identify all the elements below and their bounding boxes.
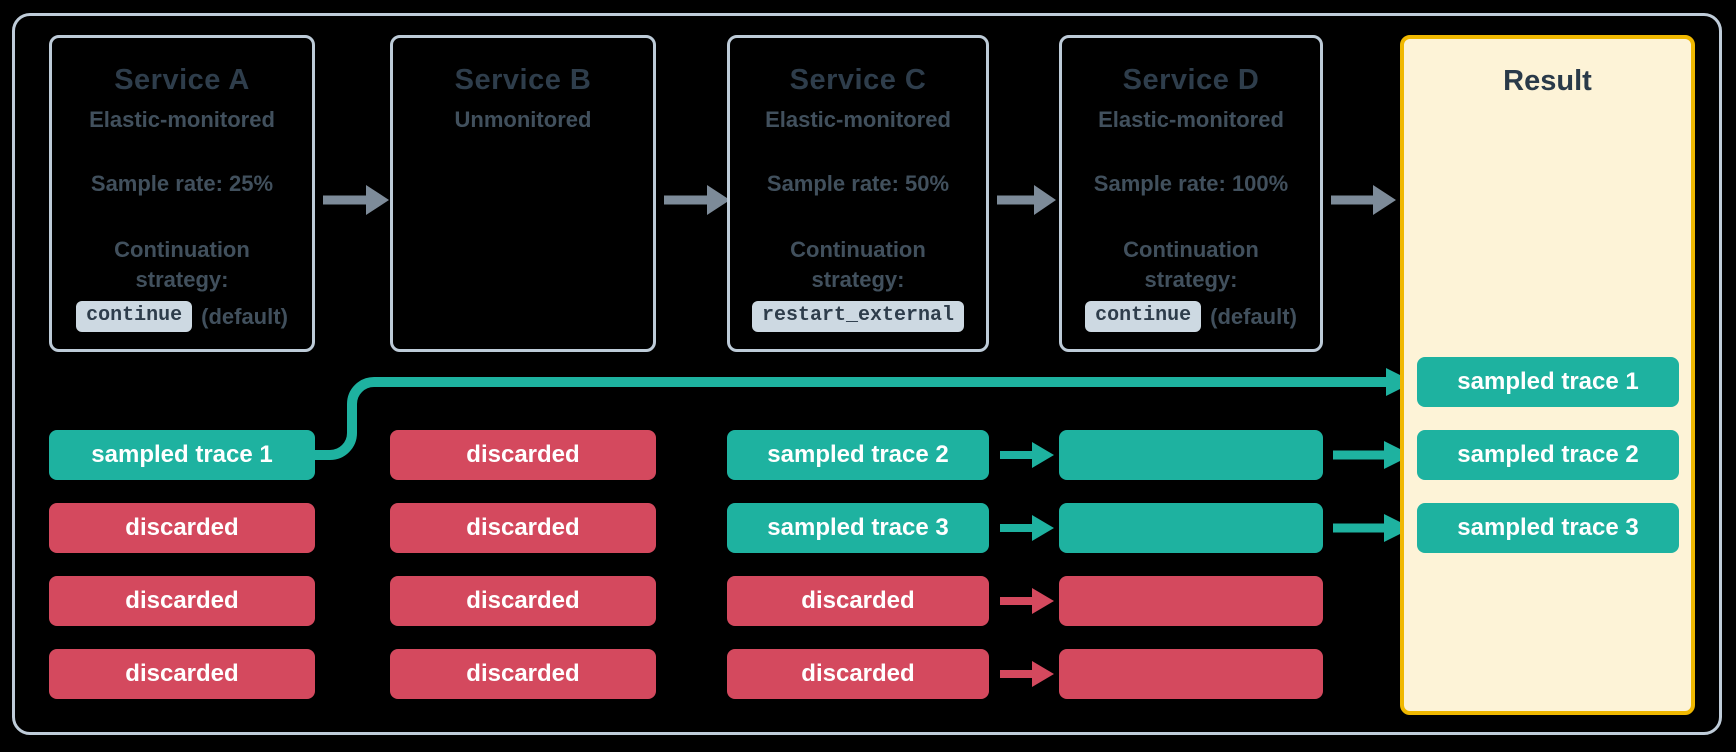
service-d-monitoring: Elastic-monitored: [1098, 107, 1284, 132]
trace-pill-b-discarded: discarded: [390, 649, 656, 699]
service-c-strategy-code-chip: restart_external: [751, 301, 965, 332]
trace-pill-c-sampled-2: sampled trace 2: [727, 430, 989, 480]
service-c-title: Service C: [789, 64, 927, 96]
trace-pill-a-discarded: discarded: [49, 576, 315, 626]
service-a-box: Service A Elastic-monitored Sample rate:…: [49, 35, 315, 352]
service-c-box: Service C Elastic-monitored Sample rate:…: [727, 35, 989, 352]
trace-pill-c-discarded: discarded: [727, 649, 989, 699]
trace-pill-a-discarded: discarded: [49, 503, 315, 553]
trace-pill-d-sampled-blank: [1059, 503, 1323, 553]
service-a-continuation-label: Continuation: [114, 237, 250, 262]
trace-pill-d-sampled-blank: [1059, 430, 1323, 480]
trace-pill-c-sampled-3: sampled trace 3: [727, 503, 989, 553]
result-title: Result: [1503, 65, 1592, 97]
service-c-sample-rate: Sample rate: 50%: [766, 171, 950, 196]
service-b-title: Service B: [454, 64, 592, 96]
service-c-monitoring: Elastic-monitored: [765, 107, 951, 132]
service-d-sample-rate: Sample rate: 100%: [1093, 171, 1289, 196]
result-pill-sampled-1: sampled trace 1: [1417, 357, 1679, 407]
service-c-strategy-label: strategy:: [811, 267, 905, 292]
service-a-title: Service A: [114, 64, 250, 96]
service-d-box: Service D Elastic-monitored Sample rate:…: [1059, 35, 1323, 352]
trace-pill-c-discarded: discarded: [727, 576, 989, 626]
service-d-continuation-label: Continuation: [1123, 237, 1259, 262]
service-d-strategy-label: strategy:: [1144, 267, 1238, 292]
service-a-strategy-note: (default): [201, 303, 288, 329]
trace-pill-d-discarded-blank: [1059, 576, 1323, 626]
trace-pill-b-discarded: discarded: [390, 503, 656, 553]
service-b-box: Service B Unmonitored: [390, 35, 656, 352]
result-pill-sampled-2: sampled trace 2: [1417, 430, 1679, 480]
service-a-strategy-label: strategy:: [135, 267, 229, 292]
outer-frame: [12, 13, 1722, 735]
trace-pill-b-discarded: discarded: [390, 430, 656, 480]
service-a-strategy-row: continue (default): [76, 301, 288, 332]
trace-pill-a-discarded: discarded: [49, 649, 315, 699]
trace-pill-d-discarded-blank: [1059, 649, 1323, 699]
trace-pill-a-sampled-1: sampled trace 1: [49, 430, 315, 480]
service-d-strategy-code-chip: continue: [1085, 301, 1202, 332]
service-c-strategy-row: restart_external: [751, 301, 965, 332]
service-d-strategy-row: continue (default): [1085, 301, 1297, 332]
service-d-title: Service D: [1122, 64, 1260, 96]
service-a-monitoring: Elastic-monitored: [89, 107, 275, 132]
result-pill-sampled-3: sampled trace 3: [1417, 503, 1679, 553]
service-a-sample-rate: Sample rate: 25%: [90, 171, 274, 196]
service-b-monitoring: Unmonitored: [454, 107, 592, 132]
service-a-strategy-code-chip: continue: [76, 301, 193, 332]
service-c-continuation-label: Continuation: [790, 237, 926, 262]
service-d-strategy-note: (default): [1210, 303, 1297, 329]
trace-pill-b-discarded: discarded: [390, 576, 656, 626]
